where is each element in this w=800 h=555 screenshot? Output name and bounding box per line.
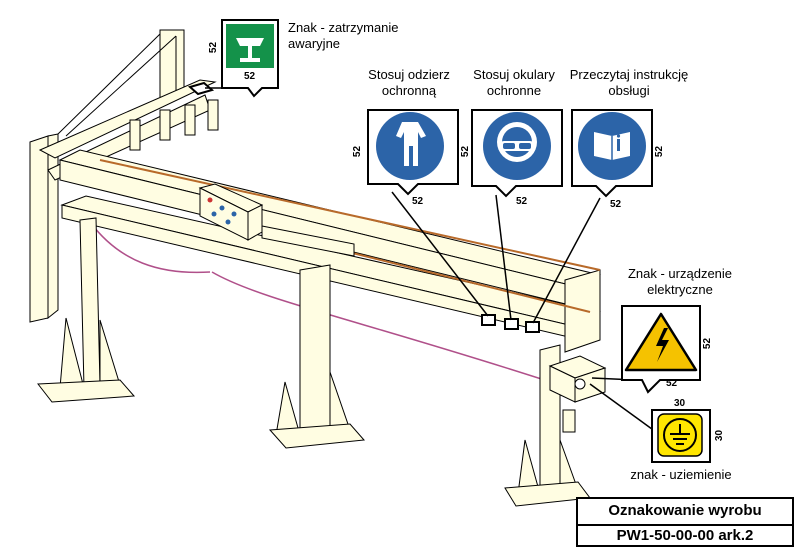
dim-ground-width: 30 (674, 398, 686, 409)
title-block-name: Oznakowanie wyrobu (608, 502, 762, 519)
label-wear-goggles: Stosuj okulary ochronne (473, 67, 555, 98)
dim-ground-height: 30 (714, 429, 726, 442)
dim-goggles-width: 52 (516, 196, 528, 207)
label-read-manual: Przeczytaj instrukcję obsługi (569, 67, 689, 98)
apron-icon (367, 109, 459, 196)
emergency-stop-sign-icon (221, 19, 279, 98)
label-emergency-stop: Znak - zatrzymanie awaryjne (288, 20, 399, 51)
dim-electrical-width: 52 (666, 378, 678, 389)
high-voltage-icon (621, 305, 701, 394)
title-block-number: PW1-50-00-00 ark.2 (616, 527, 754, 544)
dim-manual-width: 52 (610, 199, 622, 210)
title-block: Oznakowanie wyrobu PW1-50-00-00 ark.2 (576, 497, 794, 547)
dim-goggles-height: 52 (460, 145, 472, 158)
dim-apron-width: 52 (412, 196, 424, 207)
dim-emergency-height: 52 (208, 41, 220, 54)
ground-icon (651, 409, 711, 463)
label-wear-apron: Stosuj odzierz ochronną (368, 67, 450, 98)
machine-frame (29, 29, 607, 507)
dim-apron-height: 52 (352, 145, 364, 158)
label-grounding: znak - uziemienie (630, 467, 732, 482)
dim-electrical-height: 52 (702, 337, 714, 350)
title-block-divider (578, 524, 792, 526)
sign-placement-markers (187, 81, 540, 333)
dim-manual-height: 52 (654, 145, 666, 158)
label-electrical: Znak - urządzenie elektryczne (627, 266, 733, 297)
goggles-icon (471, 109, 563, 198)
manual-icon (571, 109, 653, 198)
dim-emergency-width: 52 (244, 71, 256, 82)
